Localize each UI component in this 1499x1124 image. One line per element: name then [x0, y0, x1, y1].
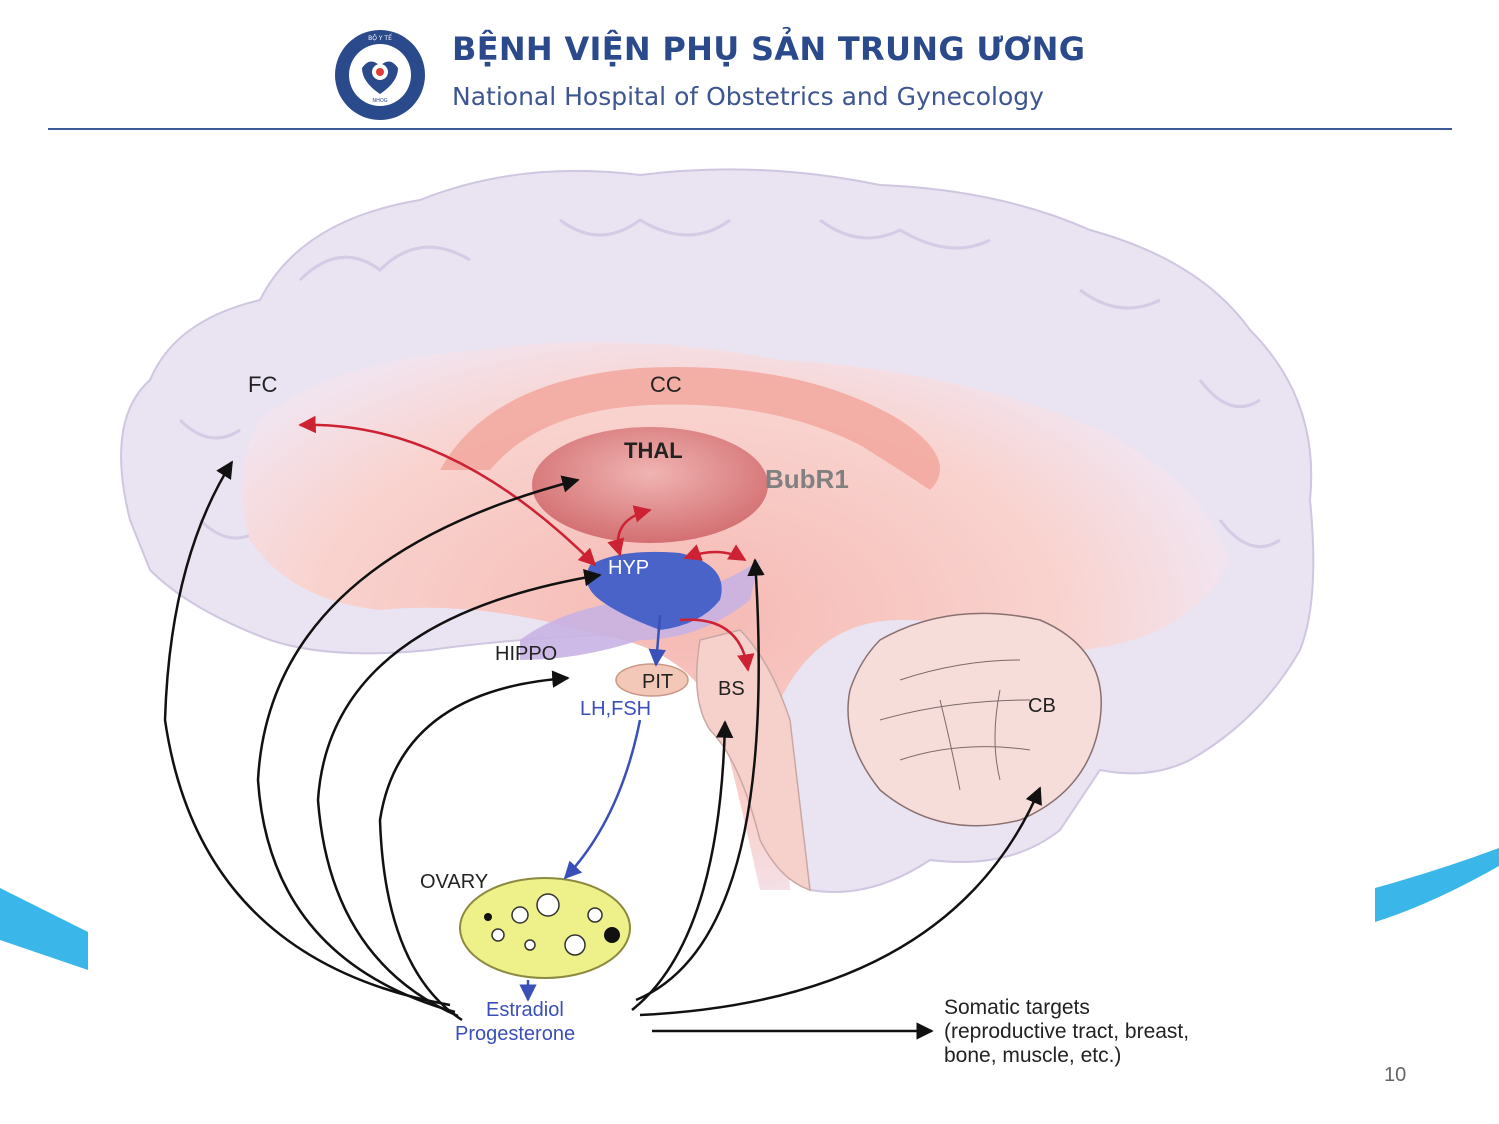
- brain-gyri: [178, 218, 1281, 549]
- cerebellum-folia: [879, 659, 1031, 791]
- right-accent-shape: [1375, 848, 1499, 922]
- overlay-label-bubr1: BubR1: [765, 464, 849, 494]
- label-pit: PIT: [642, 671, 673, 693]
- arrow-estradiol-pit: [378, 670, 570, 1022]
- hypothalamus: [586, 551, 722, 630]
- corpus-callosum: [440, 367, 940, 490]
- label-estradiol: Estradiol: [486, 999, 564, 1021]
- arrow-hyp-right: [683, 544, 747, 562]
- label-bs: BS: [718, 678, 745, 700]
- label-ovary: OVARY: [420, 871, 488, 893]
- hospital-title: BỆNH VIỆN PHỤ SẢN TRUNG ƯƠNG: [452, 30, 1086, 68]
- arrow-lhfsh-ovary: [563, 719, 642, 880]
- slide-page-number: 10: [1384, 1064, 1407, 1086]
- arrow-thal-hyp: [607, 505, 652, 557]
- ovary-dark-follicle: [604, 927, 620, 943]
- logo-text-center: NHOG: [372, 98, 387, 104]
- arrow-hyp-bs: [679, 618, 755, 672]
- arrow-estradiol-bs: [631, 720, 734, 1011]
- label-hippo: HIPPO: [495, 643, 557, 665]
- label-fc: FC: [248, 372, 277, 397]
- ovary-follicles: [491, 893, 603, 956]
- label-hyp: HYP: [608, 557, 649, 579]
- slide-header: BỘ Y TẾ NHOG BỆNH VIỆN PHỤ SẢN TRUNG ƯƠN…: [0, 0, 1499, 140]
- label-lh-fsh: LH,FSH: [580, 698, 651, 720]
- ovary-dark-spot: [484, 913, 492, 921]
- left-accent-shape: [0, 888, 88, 970]
- label-cb: CB: [1028, 695, 1056, 717]
- ovary: [459, 877, 631, 979]
- hospital-logo: BỘ Y TẾ NHOG: [335, 30, 425, 120]
- arrow-estradiol-cb: [639, 786, 1042, 1017]
- cerebellum: [847, 612, 1102, 827]
- label-somatic-line2: (reproductive tract, breast,: [944, 1020, 1189, 1043]
- label-cc: CC: [650, 372, 682, 397]
- arrow-estradiol-hyp: [316, 568, 602, 1018]
- arrow-fc-hyp: [298, 415, 597, 567]
- hospital-subtitle: National Hospital of Obstetrics and Gyne…: [452, 82, 1044, 111]
- header-divider: [48, 128, 1452, 130]
- label-somatic-line1: Somatic targets: [944, 996, 1090, 1019]
- brainstem: [695, 629, 811, 892]
- logo-text-top: BỘ Y TẾ: [368, 34, 392, 42]
- label-somatic-line3: bone, muscle, etc.): [944, 1044, 1121, 1067]
- arrow-gnrh-pit: [648, 614, 666, 667]
- label-gnrh: GnRH: [620, 591, 676, 613]
- brain-hormone-diagram: FC CC THAL BubR1 HYP GnRH HIPPO PIT BS L…: [0, 168, 1499, 1067]
- arrow-estradiol-right: [635, 558, 765, 1002]
- label-thal: THAL: [624, 438, 683, 463]
- arrow-estradiol-fc: [163, 460, 451, 1007]
- label-progesterone: Progesterone: [455, 1023, 575, 1045]
- arrow-estradiol-thal: [256, 475, 580, 1014]
